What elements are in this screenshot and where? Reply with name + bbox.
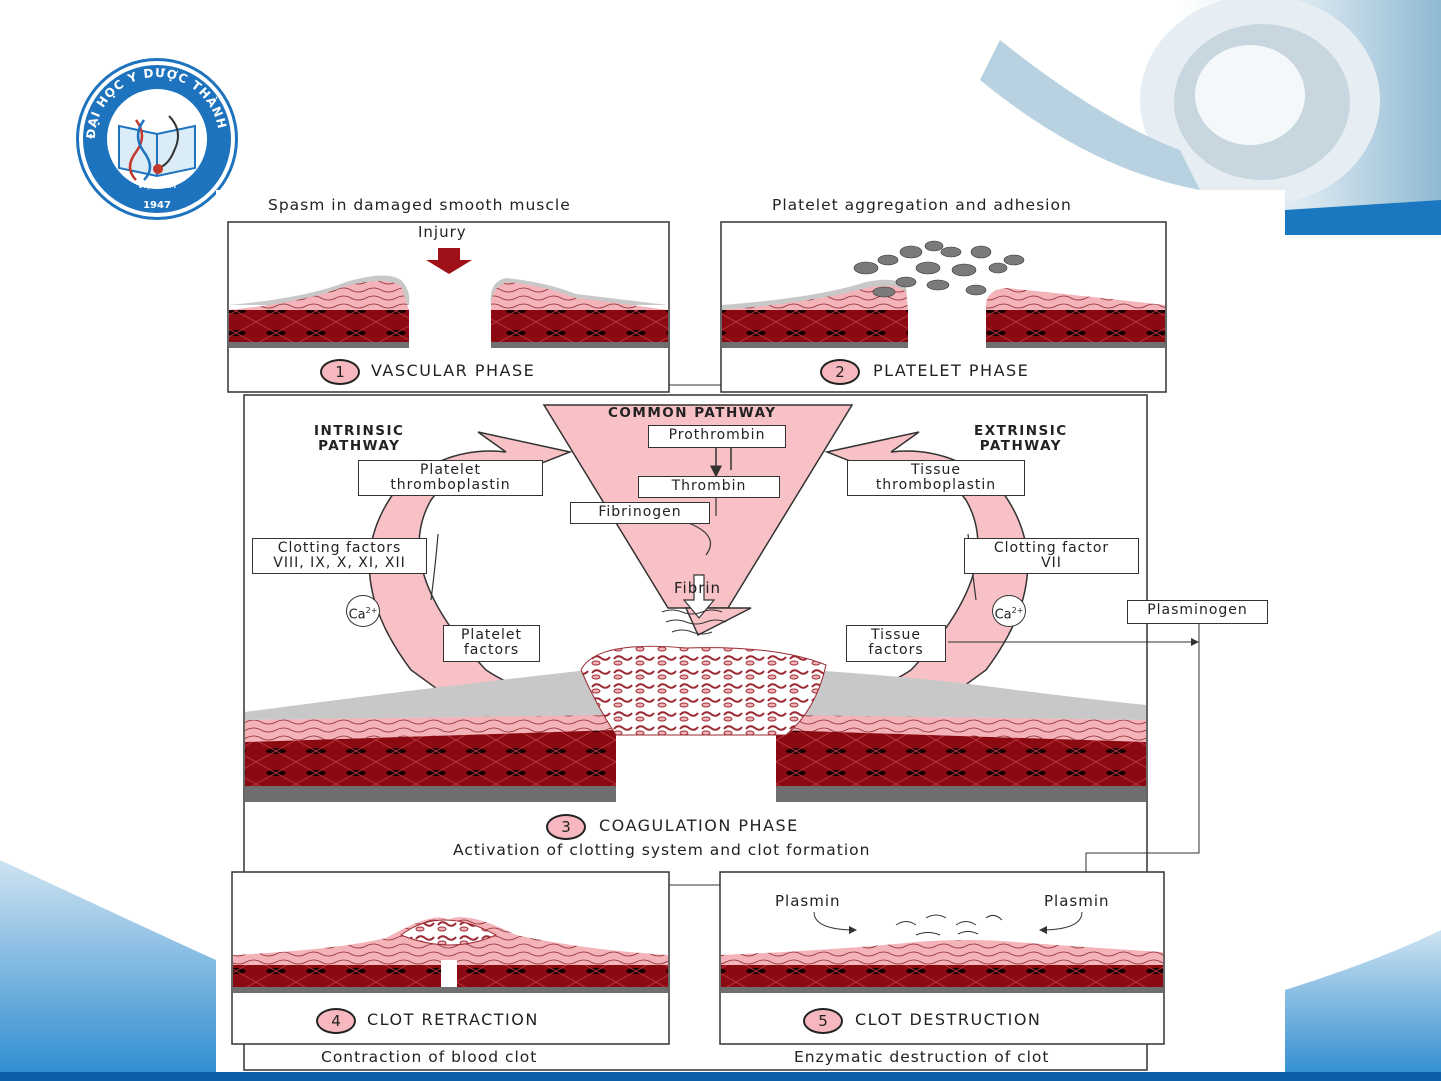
phase-number-2: 2 (820, 359, 860, 385)
tissue-factors-box: Tissue factors (846, 625, 946, 662)
plasmin-right-label: Plasmin (1044, 892, 1110, 910)
header-blue-band (1285, 200, 1441, 235)
phase-number-4: 4 (316, 1008, 356, 1034)
university-logo: ĐẠI HỌC Y DƯỢC THÀNH PHỐ HỒ CHÍ MINH VIỆ… (68, 42, 240, 222)
vascular-caption: Spasm in damaged smooth muscle (268, 196, 571, 214)
footer-swoosh-right (1285, 930, 1441, 1081)
common-pathway-label: COMMON PATHWAY (608, 405, 777, 421)
injury-label: Injury (418, 223, 467, 241)
clot-retraction-label: CLOT RETRACTION (367, 1010, 539, 1029)
diagram-graphics (227, 221, 1200, 1071)
platelet-factors-box: Platelet factors (443, 625, 540, 662)
coagulation-caption: Activation of clotting system and clot f… (453, 841, 871, 859)
clot-destruction-panel (719, 871, 1165, 1045)
platelet-caption: Platelet aggregation and adhesion (772, 196, 1072, 214)
clot-destruction-label: CLOT DESTRUCTION (855, 1010, 1042, 1029)
platelet-cluster (853, 240, 1025, 298)
injury-arrow-icon (426, 248, 472, 274)
logo-country: VIỆT NAM (138, 181, 176, 190)
phase-number-3: 3 (546, 814, 586, 840)
platelet-phase-panel (720, 221, 1167, 393)
calcium-label: Ca (348, 607, 366, 623)
fibrin-label: Fibrin (674, 579, 722, 597)
vascular-phase-panel (227, 221, 670, 393)
thrombin-box: Thrombin (638, 476, 780, 498)
plasminogen-box: Plasminogen (1127, 600, 1268, 624)
extrinsic-pathway-label: EXTRINSIC PATHWAY (974, 423, 1068, 454)
fibrin-arrow-icon (682, 574, 716, 619)
fibrinogen-box: Fibrinogen (570, 502, 710, 524)
calcium-extrinsic: Ca2+ (992, 595, 1026, 627)
retraction-caption: Contraction of blood clot (321, 1048, 538, 1066)
calcium-superscript: 2+ (365, 606, 378, 615)
hemostasis-diagram: Spasm in damaged smooth muscle Platelet … (216, 190, 1285, 1071)
clot-retraction-panel (231, 871, 670, 1045)
phase-number-5: 5 (803, 1008, 843, 1034)
logo-year: 1947 (143, 200, 171, 211)
calcium-intrinsic: Ca2+ (346, 595, 380, 627)
platelet-thromboplastin-box: Platelet thromboplastin (358, 460, 543, 496)
phase-number-1: 1 (320, 359, 360, 385)
footer-swoosh-left (0, 860, 216, 1081)
calcium-label: Ca (994, 607, 1012, 623)
tissue-thromboplastin-box: Tissue thromboplastin (847, 460, 1025, 496)
plasmin-left-label: Plasmin (775, 892, 841, 910)
clotting-factors-intrinsic-box: Clotting factors VIII, IX, X, XI, XII (252, 538, 427, 574)
intrinsic-pathway-label: INTRINSIC PATHWAY (314, 423, 405, 454)
prothrombin-box: Prothrombin (648, 425, 786, 448)
vascular-phase-label: VASCULAR PHASE (371, 361, 536, 380)
platelet-phase-label: PLATELET PHASE (873, 361, 1030, 380)
coagulation-phase-label: COAGULATION PHASE (599, 816, 799, 835)
destruction-caption: Enzymatic destruction of clot (794, 1048, 1050, 1066)
clotting-factor-extrinsic-box: Clotting factor VII (964, 538, 1139, 574)
fibrin-clot (580, 645, 827, 736)
calcium-superscript: 2+ (1011, 606, 1024, 615)
